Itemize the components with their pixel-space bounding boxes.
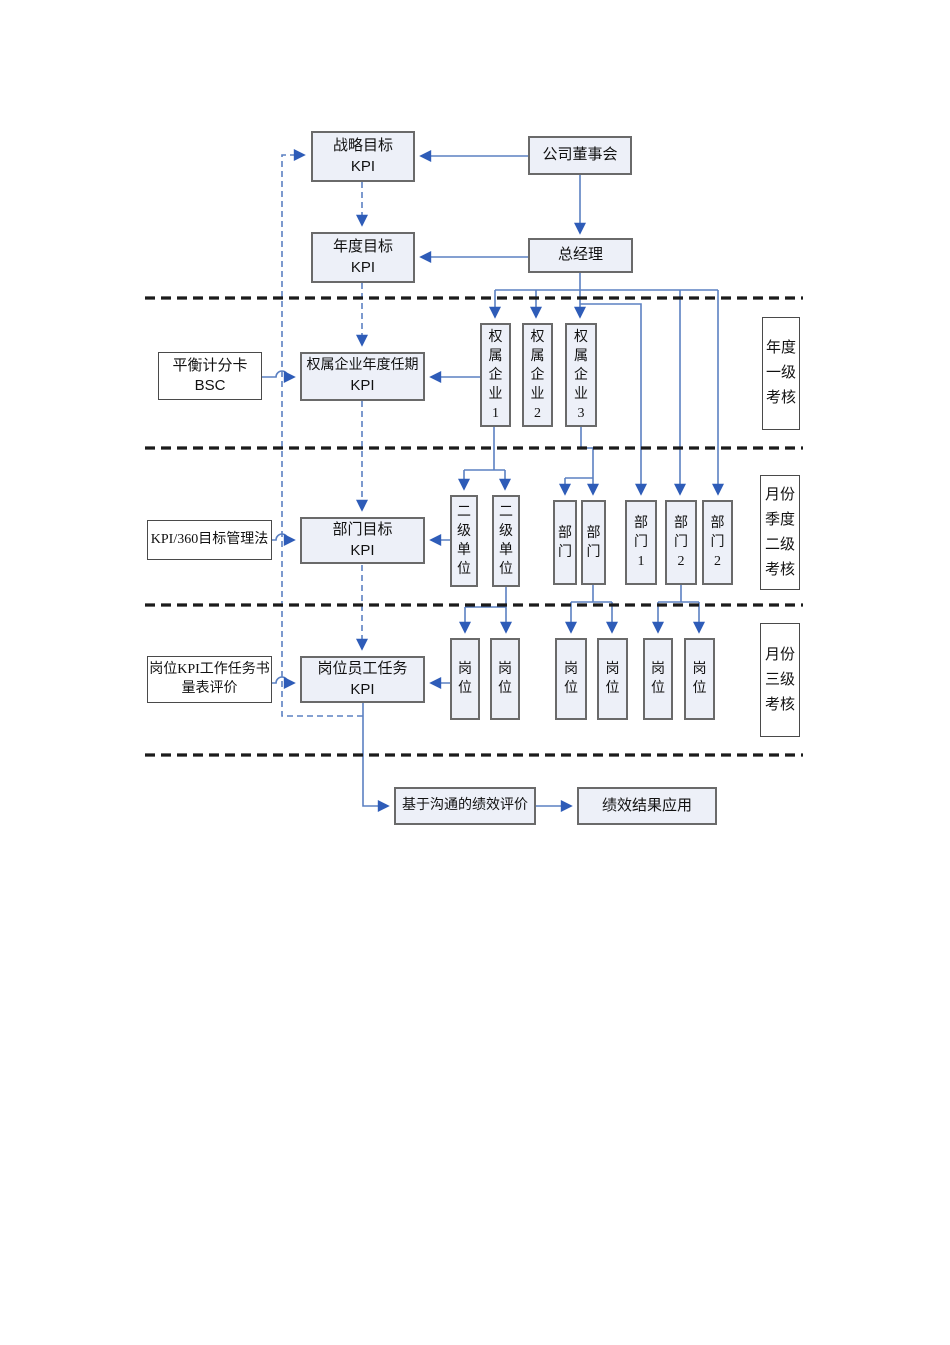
node-label: 基于沟通的绩效评价 [402, 797, 528, 813]
tier-separator-lines [145, 296, 803, 757]
node-label: 岗位 [457, 662, 472, 696]
tool-node-bsc: 平衡计分卡 BSC [158, 352, 262, 400]
node-label: 岗位 [497, 662, 512, 696]
node-label: 权属企业2 [530, 329, 545, 421]
node-label: 权属企业3 [573, 329, 588, 421]
node-label: 公司董事会 [542, 147, 618, 164]
flow-node-secondary-unit-2: 二级单位 [492, 495, 520, 587]
tier2-assessment-label: 月份季度二级考核 [760, 475, 800, 590]
flow-node-result-application: 绩效结果应用 [577, 787, 717, 825]
node-label: 部门 [557, 525, 572, 560]
tier1-assessment-label: 年度一级考核 [762, 317, 800, 430]
node-label: 部门2 [673, 516, 688, 569]
node-label: 岗位 [563, 662, 578, 696]
node-label: KPI [350, 680, 375, 698]
node-label: 战略目标 [332, 138, 393, 155]
flow-node-subsidiary-2: 权属企业2 [522, 323, 553, 427]
flow-node-job-staff-kpi: 岗位员工任务 KPI [300, 656, 425, 703]
flow-node-position-3: 岗位 [555, 638, 587, 720]
flow-node-subsidiary-1: 权属企业1 [480, 323, 511, 427]
flow-node-department-2a: 部门2 [665, 500, 697, 585]
flow-node-annual-kpi: 年度目标 KPI [311, 232, 415, 283]
flow-node-position-1: 岗位 [450, 638, 480, 720]
node-label: 平衡计分卡 [172, 357, 248, 374]
flow-node-dept-goal-kpi: 部门目标 KPI [300, 517, 425, 564]
flow-node-board: 公司董事会 [528, 136, 632, 175]
node-label: 二级单位 [456, 505, 471, 577]
flow-node-strategic-kpi: 战略目标 KPI [311, 131, 415, 182]
flow-node-subsidiary-3: 权属企业3 [565, 323, 597, 427]
node-label: KPI [350, 258, 376, 276]
node-label: 年度目标 [332, 239, 393, 256]
tier3-assessment-label: 月份三级考核 [760, 623, 800, 737]
flow-node-position-4: 岗位 [597, 638, 628, 720]
node-label: 部门2 [710, 516, 725, 569]
node-label: 总经理 [557, 247, 603, 264]
flow-node-position-5: 岗位 [643, 638, 673, 720]
flow-node-department-a: 部门 [553, 500, 577, 585]
node-label: 权属企业年度任期 [306, 357, 419, 373]
node-label: 岗位 [605, 662, 620, 696]
node-label: KPI/360目标管理法 [150, 531, 269, 547]
node-label: 二级单位 [498, 505, 513, 577]
node-label: 部门1 [633, 516, 648, 569]
flow-node-department-2b: 部门2 [702, 500, 733, 585]
node-label: 岗位员工任务 [317, 661, 408, 678]
node-label: 绩效结果应用 [601, 797, 692, 814]
flow-node-position-6: 岗位 [684, 638, 715, 720]
flow-node-position-2: 岗位 [490, 638, 520, 720]
node-label: KPI [350, 541, 375, 559]
node-label: 岗位 [692, 662, 707, 696]
flow-node-department-b: 部门 [581, 500, 606, 585]
flow-node-general-manager: 总经理 [528, 238, 633, 273]
feedback-loop-line [281, 149, 363, 717]
flow-node-department-1: 部门1 [625, 500, 657, 585]
node-label: 月份季度二级考核 [764, 486, 795, 578]
node-label: 量表评价 [181, 680, 238, 696]
tool-node-kpi360: KPI/360目标管理法 [147, 520, 272, 560]
node-label: 月份三级考核 [764, 646, 795, 713]
node-label: 岗位 [650, 662, 665, 696]
node-label: 部门 [586, 525, 601, 560]
node-label: 部门目标 [332, 522, 393, 539]
node-label: BSC [194, 377, 226, 394]
flow-node-communication-evaluation: 基于沟通的绩效评价 [394, 787, 536, 825]
flow-node-subsidiary-term-kpi: 权属企业年度任期 KPI [300, 352, 425, 401]
node-label: 年度一级考核 [765, 340, 796, 406]
node-label: 岗位KPI工作任务书 [149, 661, 270, 677]
node-label: KPI [350, 376, 375, 394]
node-label: KPI [350, 157, 376, 175]
node-label: 权属企业1 [488, 329, 503, 421]
tool-node-job-task: 岗位KPI工作任务书 量表评价 [147, 656, 272, 703]
flow-node-secondary-unit-1: 二级单位 [450, 495, 478, 587]
